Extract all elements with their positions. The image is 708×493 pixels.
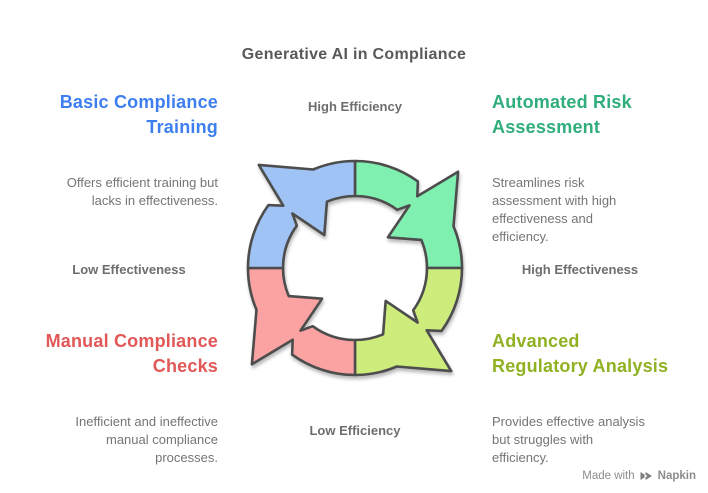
quadrant-basic-compliance-training: Basic Compliance Training Offers efficie… <box>28 72 218 228</box>
cycle-arrow-bottom-left <box>246 266 357 377</box>
quadrant-heading: Advanced Regulatory Analysis <box>492 331 669 376</box>
napkin-badge[interactable]: Made with Napkin <box>582 470 696 482</box>
diagram-title: Generative AI in Compliance <box>241 46 467 63</box>
napkin-logo-icon <box>640 472 652 480</box>
axis-label-high-effectiveness: High Effectiveness <box>521 262 639 277</box>
cycle-diagram <box>246 159 464 377</box>
axis-label-low-effectiveness: Low Effectiveness <box>72 262 186 277</box>
quadrant-description: Streamlines risk assessment with high ef… <box>492 174 617 245</box>
quadrant-heading: Automated Risk Assessment <box>492 92 632 137</box>
quadrant-manual-compliance-checks: Manual Compliance Checks Inefficient and… <box>28 311 218 485</box>
quadrant-description: Offers efficient training but lacks in e… <box>66 174 218 208</box>
cycle-arrow-top-right <box>353 159 464 270</box>
axis-label-low-efficiency: Low Efficiency <box>309 423 401 438</box>
quadrant-automated-risk-assessment: Automated Risk Assessment Streamlines ri… <box>492 72 682 264</box>
quadrant-description: Inefficient and ineffective manual compl… <box>75 413 218 466</box>
quadrant-description: Provides effective analysis but struggle… <box>492 413 645 466</box>
axis-label-high-efficiency: High Efficiency <box>308 99 402 114</box>
quadrant-advanced-regulatory-analysis: Advanced Regulatory Analysis Provides ef… <box>492 311 682 485</box>
cycle-arrow-bottom-right <box>353 266 464 377</box>
quadrant-heading: Manual Compliance Checks <box>45 331 218 376</box>
badge-brand: Napkin <box>657 470 696 482</box>
cycle-arrow-top-left <box>246 159 357 270</box>
badge-prefix: Made with <box>582 470 635 482</box>
quadrant-heading: Basic Compliance Training <box>59 92 218 137</box>
